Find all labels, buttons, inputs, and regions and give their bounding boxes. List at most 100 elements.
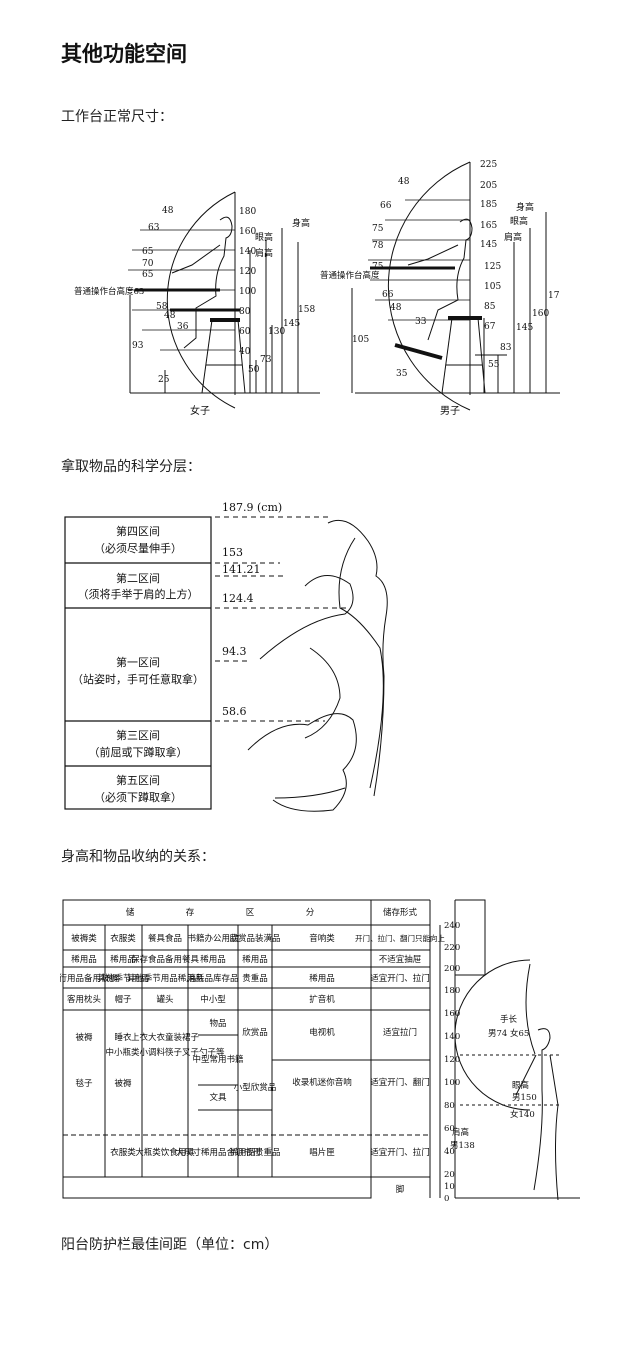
scale-tick: 160 [444, 1009, 460, 1019]
row1-cell: 稀用品 [200, 954, 226, 965]
scale-tick: 10 [444, 1182, 455, 1192]
row1-cell: 稀用品 [71, 954, 97, 965]
f-tick: 40 [239, 347, 251, 357]
f-left: 65 [142, 247, 154, 257]
foot-label: 脚 [396, 1184, 405, 1195]
shoulder-label: 肩高 [452, 1127, 469, 1138]
zone-4-desc: （必须尽量伸手） [94, 541, 182, 555]
form: 开门、拉门、翻门只能向上 [355, 933, 445, 943]
hand-label: 手长 [500, 1014, 518, 1025]
f-foot: 25 [158, 375, 170, 385]
scale-tick: 200 [444, 964, 460, 974]
female-caption: 女子 [190, 404, 210, 417]
cat: 衣服类 [110, 933, 136, 944]
scale-tick: 0 [444, 1194, 449, 1204]
f-dim: 73 [260, 355, 272, 365]
shoulder-male: 男138 [450, 1141, 475, 1151]
height-label: 187.9 (cm) [222, 501, 282, 514]
f-dim: 145 [283, 319, 300, 329]
m-dim: 145 [516, 323, 533, 333]
row3-cell: 客用枕头 [67, 994, 102, 1005]
m-left: 66 [380, 201, 392, 211]
row6-cell: 大尺寸稀用品合订书刊 [175, 1147, 260, 1158]
row6-cell: 衣服类 [110, 1147, 136, 1158]
m-tick: 205 [480, 181, 497, 191]
male-caption: 男子 [440, 405, 460, 417]
cat: 餐具食品 [148, 933, 182, 944]
zone-3-name: 第三区间 [116, 728, 160, 742]
f-tick: 140 [239, 247, 256, 257]
zone-4-name: 第四区间 [116, 524, 160, 538]
row4-cell: 电视机 [309, 1027, 335, 1038]
row4-cell: 欣赏品 [242, 1027, 268, 1038]
height-label: 124.4 [222, 592, 254, 605]
form: 适宜开门、翻门 [370, 1077, 430, 1088]
row1-cell: 稀用品 [242, 954, 268, 965]
form: 适宜拉门 [383, 1027, 417, 1038]
row2-cell: 其他季节用品稀用品 [127, 973, 204, 984]
eye-male: 男150 [512, 1093, 537, 1103]
f-tick: 160 [239, 227, 256, 237]
m-tick: 165 [480, 221, 497, 231]
height-label: 94.3 [222, 645, 247, 658]
f-left: 48 [164, 311, 176, 321]
m-left: 48 [398, 177, 410, 187]
form-header: 储存形式 [383, 907, 418, 918]
scale-tick: 140 [444, 1032, 460, 1042]
m-tick: 105 [484, 282, 501, 292]
zone-2-name: 第二区间 [116, 571, 160, 585]
m-dim-label: 眼高 [510, 215, 528, 227]
f-left: 70 [142, 259, 154, 269]
cat: 书籍办公用品 [187, 933, 238, 944]
form: 适宜开门、拉门 [370, 973, 430, 984]
row4-cell: 睡衣 [114, 1032, 132, 1043]
row5-cell: 文具 [209, 1092, 227, 1103]
row6-cell: 大瓶类饮食用具 [135, 1147, 195, 1158]
m-dim-label: 身高 [516, 201, 534, 213]
zone-2-desc: （须将手举于肩的上方） [78, 587, 199, 601]
m-tick: 185 [480, 200, 497, 210]
row1-cell: 稀用品 [110, 954, 136, 965]
section-height-storage: 身高和物品收纳的关系： [61, 849, 215, 865]
f-tick: 60 [239, 327, 251, 337]
row2-cell: 其他季节用品 [97, 973, 148, 984]
m-dim: 173 [548, 291, 560, 301]
m-dim: 160 [532, 309, 549, 319]
m-tick: 55 [488, 360, 500, 370]
row6-cell: 唱片匣 [309, 1147, 335, 1158]
scale-tick: 100 [444, 1078, 460, 1088]
workbench-figure: 180 160 140 120 100 80 60 40 48 63 65 70… [74, 160, 560, 417]
f-left: 65 [142, 270, 154, 280]
row5-cell: 中型常用书籍 [192, 1054, 243, 1065]
m-left: 48 [390, 303, 402, 313]
row5-cell: 小型欣赏品 [234, 1082, 277, 1093]
m-tick: 145 [480, 240, 497, 250]
m-tick: 85 [484, 302, 496, 312]
row4-cell: 物品 [209, 1018, 226, 1029]
f-work-label: 普通操作台高度63 [74, 286, 144, 297]
f-left: 48 [162, 206, 174, 216]
m-tick: 225 [480, 160, 497, 170]
f-left: 58 [156, 302, 168, 312]
f-dim-label: 眼高 [255, 231, 273, 243]
row6-cell: 稀用品贵重品 [229, 1147, 280, 1158]
m-work-label: 普通操作台高度 [320, 270, 380, 281]
f-left: 36 [177, 322, 189, 332]
zone-1-name: 第一区间 [116, 655, 160, 669]
row5-cell: 毯子 [75, 1078, 93, 1089]
row2-cell: 消耗品库存品 [187, 973, 238, 984]
form: 适宜开门、拉门 [370, 1147, 430, 1158]
page-title: 其他功能空间 [61, 42, 187, 66]
height-label: 141.21 [222, 563, 261, 576]
row5-cell: 收录机迷你音响 [292, 1077, 352, 1088]
cat: 被褥类 [71, 933, 97, 944]
m-left: 78 [372, 241, 384, 251]
m-seat: 105 [352, 335, 369, 345]
scale-tick: 60 [444, 1124, 455, 1134]
m-left: 75 [372, 262, 384, 272]
height-storage-figure: 储 存 区 分 储存形式 被褥类 衣服类 餐具食品 书籍办公用品 欣赏品装潢品 … [60, 899, 580, 1204]
f-dim: 130 [268, 327, 285, 337]
section-workbench: 工作台正常尺寸： [61, 109, 173, 125]
f-dim-label: 身高 [292, 217, 310, 229]
m-dim: 83 [500, 343, 512, 353]
